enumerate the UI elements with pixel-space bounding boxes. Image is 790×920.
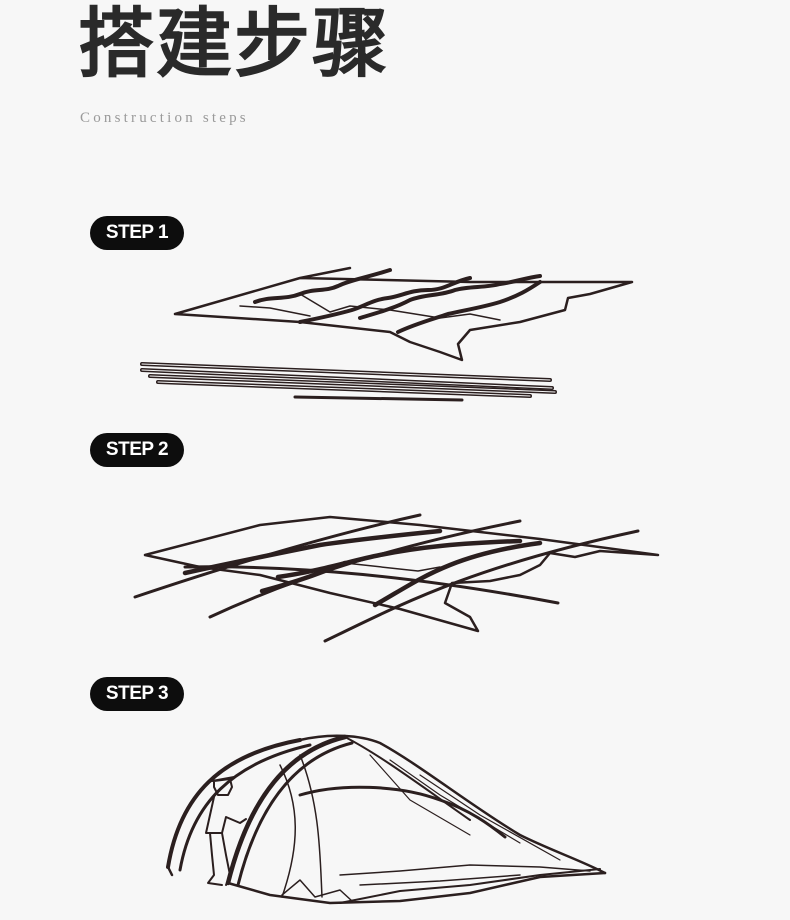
front-arch-pole-inner [178, 743, 312, 872]
pole-sleeve-3 [358, 274, 542, 320]
pole-3 [323, 529, 640, 643]
front-arch-pole [166, 738, 302, 869]
pole-sleeve-2 [275, 538, 523, 580]
tent-rear-lines [369, 754, 561, 861]
pole-sleeve-2 [298, 276, 472, 324]
fabric-fold [299, 293, 501, 321]
pole-4 [183, 565, 560, 605]
tent-ridge-2 [344, 736, 471, 821]
fabric-fold-2 [239, 305, 311, 317]
step-2-illustration [133, 513, 660, 643]
pole-sleeve-4 [396, 280, 542, 334]
step-3-badge: STEP 3 [90, 677, 184, 711]
main-arch-pole [225, 734, 348, 886]
pole-sleeve-1 [253, 268, 392, 304]
step-1-illustration [140, 266, 634, 402]
tent-floor-edge [339, 868, 601, 904]
page-subtitle: Construction steps [80, 110, 249, 126]
fabric-fold [344, 562, 441, 572]
step-3-illustration [166, 734, 607, 905]
main-arch-pole-inner [236, 741, 354, 887]
pole-sleeve-4 [259, 560, 348, 594]
tent-fabric-outline [173, 266, 634, 362]
tent-door-flap [281, 879, 353, 902]
tent-ridge [298, 734, 607, 875]
pole-sleeve-3 [372, 540, 543, 608]
pole-5 [293, 395, 464, 402]
page-title: 搭建步骤 [78, 0, 390, 88]
rear-arch-pole [298, 785, 507, 839]
tent-groundsheet [339, 864, 591, 886]
tent-base [166, 865, 607, 905]
tent-side-panel [279, 754, 323, 898]
tent-fabric-outline [143, 515, 660, 633]
person-figure [205, 776, 247, 886]
step-1-badge: STEP 1 [90, 216, 184, 250]
pole-sleeve-1 [182, 528, 443, 576]
step-2-badge: STEP 2 [90, 433, 184, 467]
